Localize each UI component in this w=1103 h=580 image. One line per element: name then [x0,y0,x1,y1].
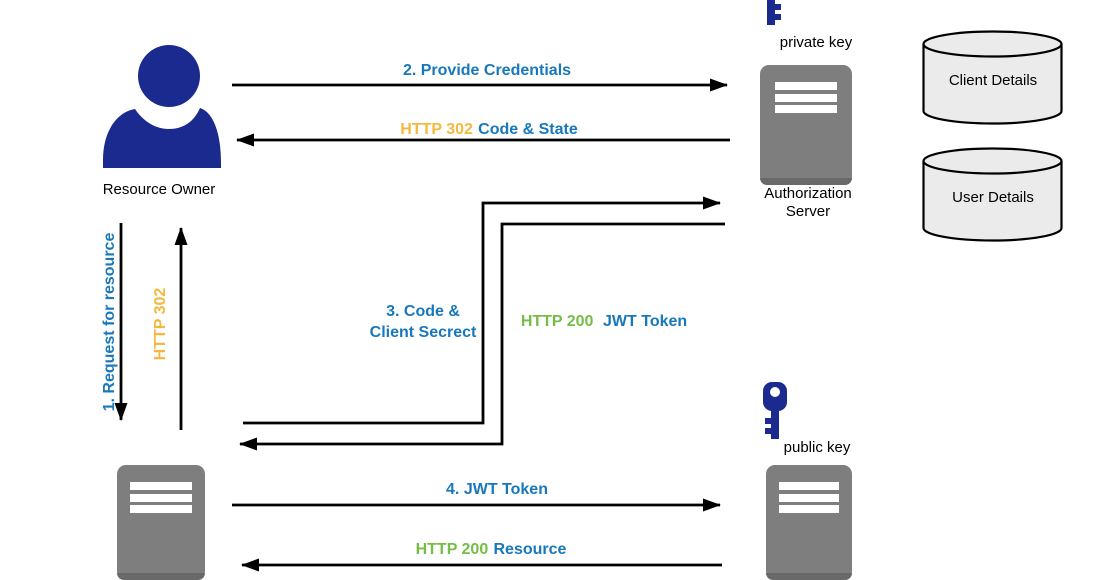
user-details-label: User Details [952,189,1034,206]
client-app-server-icon [117,465,205,580]
code-state-status: HTTP 302 [400,121,473,138]
server-bar [779,505,839,513]
user-details-db-icon [922,147,1063,242]
resource-owner-icon [103,45,221,168]
resource-server-icon [766,465,852,580]
http302-redirect-label: HTTP 302 [152,287,169,361]
code-state-label: HTTP 302 Code & State [400,121,577,139]
server-bar [779,482,839,490]
code-client-secret-label: 3. Code & Client Secrect [369,303,477,341]
server-bar [130,482,192,490]
jwt-token-response-label: HTTP 200 JWT Token [521,313,687,331]
authorization-server-label: Authorization Server [764,185,852,220]
arrow-jwt-token-response [239,222,725,451]
private-key-icon [767,0,781,25]
resource-response-text: Resource [493,541,567,558]
code-state-text: Code & State [478,121,578,138]
provide-credentials-label: 2. Provide Credentials [402,62,572,79]
client-details-label: Client Details [948,72,1038,89]
server-bar [130,505,192,513]
public-key-label: public key [783,439,851,456]
resource-owner-label: Resource Owner [102,181,216,198]
private-key-label: private key [779,34,853,51]
server-bar [775,105,837,113]
server-bar [775,93,837,102]
public-key-icon [763,382,787,439]
jwt-token-label: 4. JWT Token [446,481,548,498]
client-details-db-icon [922,30,1063,125]
server-bar [130,493,192,502]
server-bar [775,82,837,90]
jwt-response-status: HTTP 200 [520,313,594,330]
request-resource-label: 1. Request for resource [101,232,118,412]
server-bar [779,493,839,502]
resource-response-status: HTTP 200 [415,541,489,558]
jwt-response-text: JWT Token [603,313,688,330]
authorization-server-icon [760,65,852,185]
